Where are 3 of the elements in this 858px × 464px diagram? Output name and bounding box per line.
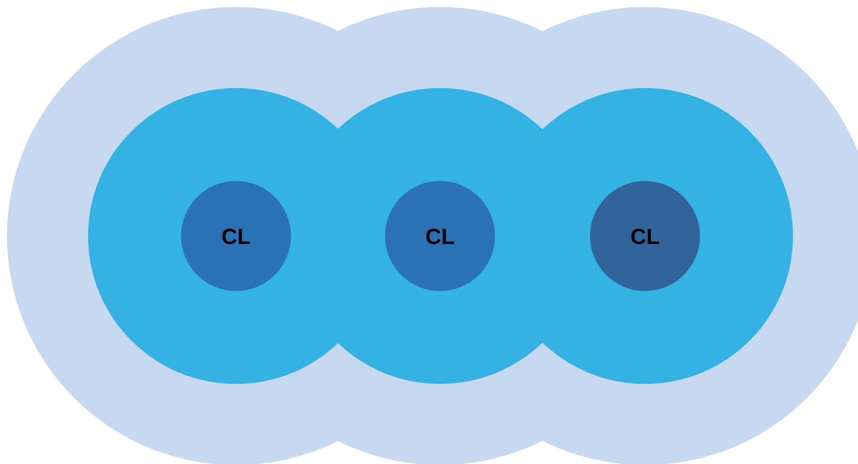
circle-label: CL: [630, 222, 660, 250]
circle-label: CL: [221, 222, 251, 250]
circle-label: CL: [425, 222, 455, 250]
